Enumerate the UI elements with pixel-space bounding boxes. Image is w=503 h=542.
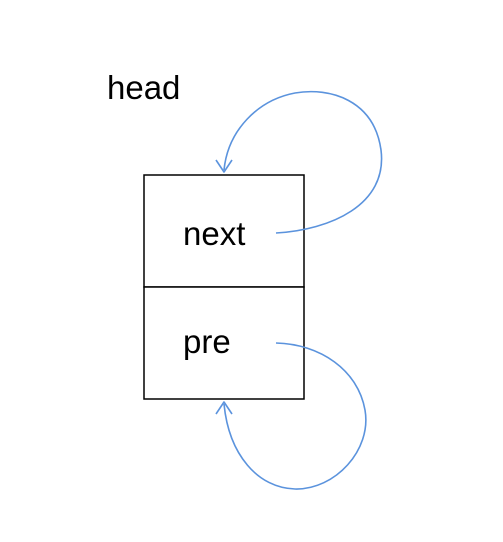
node-next-cell <box>143 174 305 288</box>
next-pointer-arrow <box>215 90 383 234</box>
pre-arrowhead-icon <box>215 401 233 415</box>
pre-field-label: pre <box>183 323 231 360</box>
list-node: next pre <box>143 174 305 400</box>
next-field-label: next <box>183 215 245 252</box>
next-arrowhead-icon <box>215 159 233 173</box>
head-label: head <box>107 69 180 106</box>
pre-arrow-curve <box>223 342 367 490</box>
pre-pointer-arrow <box>215 342 367 490</box>
next-arrow-curve <box>223 90 383 234</box>
